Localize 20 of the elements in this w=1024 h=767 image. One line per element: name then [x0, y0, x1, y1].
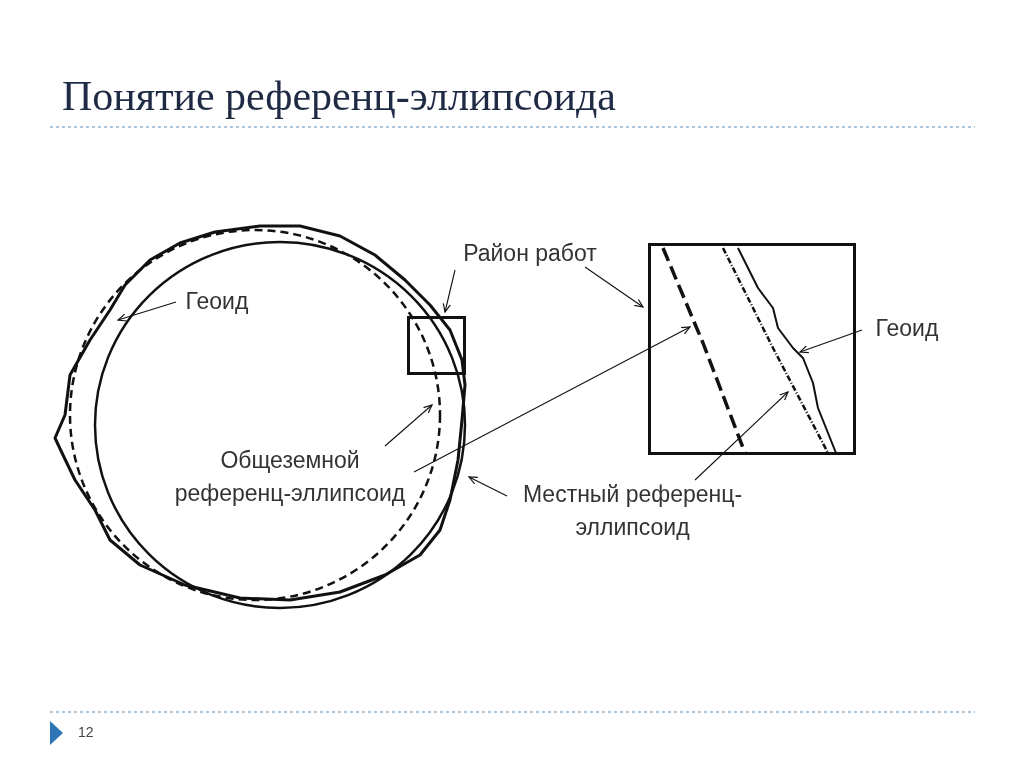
leader-line: [117, 301, 177, 322]
leader-line: [442, 269, 456, 313]
inset-box: [648, 243, 856, 455]
geoid-label: Геоид: [172, 285, 262, 318]
dash-dot-line: [721, 247, 830, 454]
geoid-label: Геоид: [862, 312, 952, 345]
leader-line: [584, 266, 644, 308]
leader-line: [384, 404, 433, 447]
ellipse-outline: [93, 240, 467, 610]
leader-line: [799, 329, 863, 354]
ellipsoid-label: Общеземной референц-эллипсоид: [165, 444, 415, 510]
leader-line: [468, 476, 508, 497]
leader-line: [413, 326, 691, 473]
dashed-line: [661, 247, 747, 454]
leader-line: [694, 391, 789, 481]
ellipsoid-label: Местный референц-эллипсоид: [505, 478, 760, 544]
area-label: Район работ: [440, 237, 620, 270]
geoid-curve: [737, 247, 837, 454]
slide-title: Понятие референц-эллипсоида: [62, 72, 616, 120]
page-number: 12: [78, 724, 94, 740]
